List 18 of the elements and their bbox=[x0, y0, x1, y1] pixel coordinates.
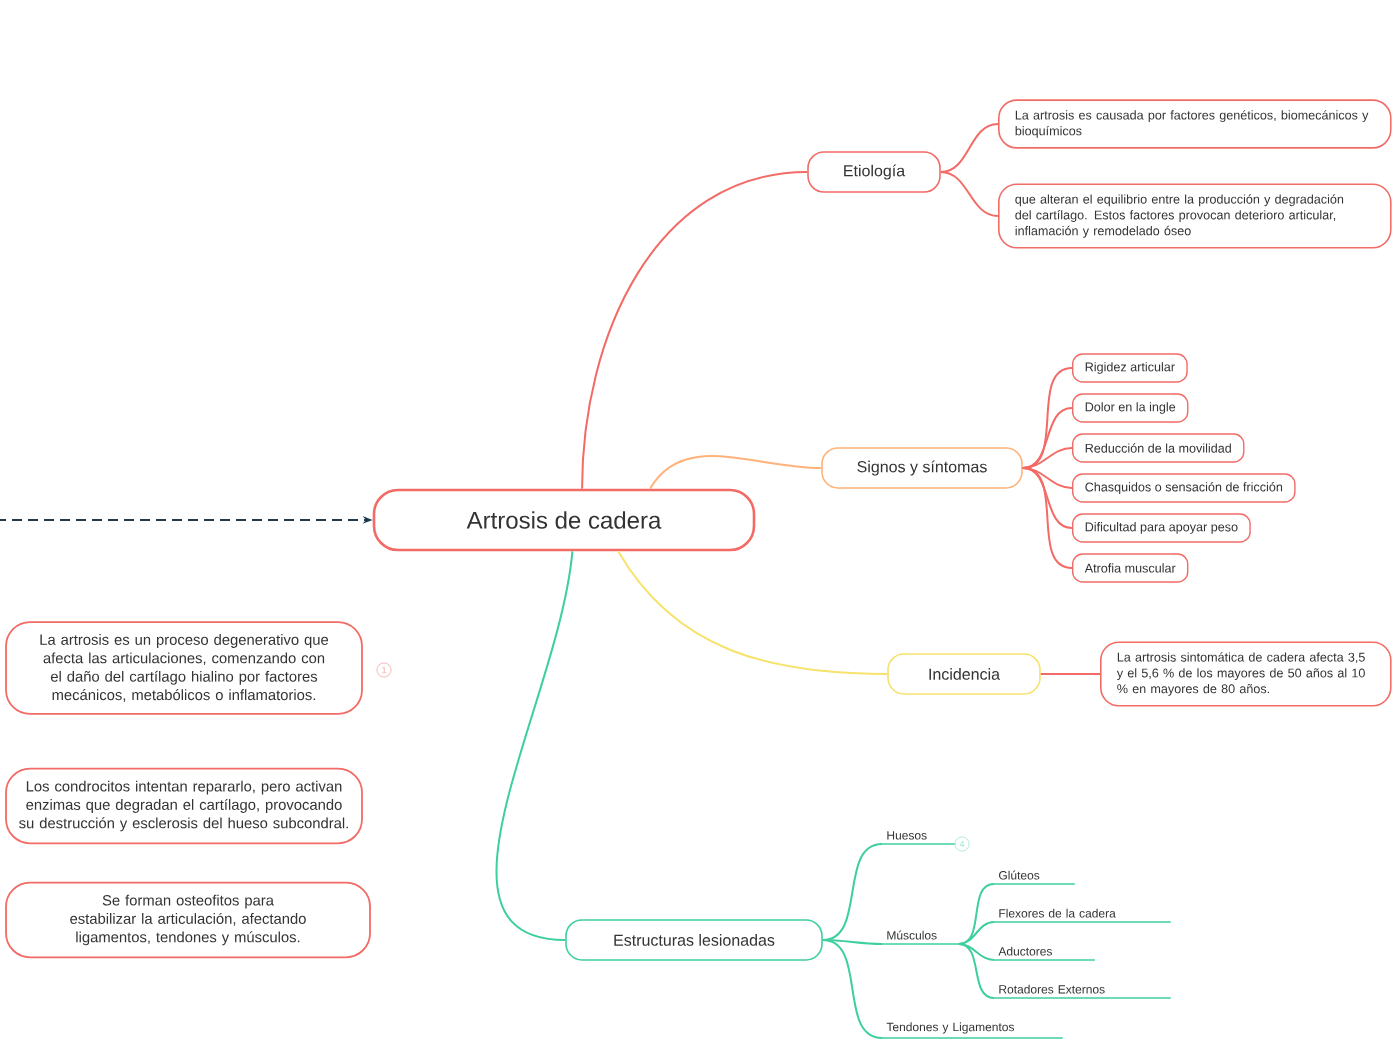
topic-box: Incidencia bbox=[887, 653, 1041, 695]
branch-line bbox=[581, 171, 809, 490]
branch-line bbox=[939, 171, 999, 217]
topic-box: Etiología bbox=[807, 151, 941, 193]
branch-line bbox=[1021, 447, 1073, 469]
branch-line bbox=[957, 943, 995, 999]
branch-line bbox=[495, 550, 574, 941]
branch-line bbox=[617, 550, 889, 675]
topic-box: Estructuras lesionadas bbox=[565, 919, 823, 961]
branch-line bbox=[821, 939, 883, 1039]
branch-line bbox=[821, 843, 883, 941]
branch-line bbox=[957, 921, 995, 945]
branch-line bbox=[1021, 467, 1073, 569]
branch-line bbox=[939, 123, 999, 173]
topic-box: Signos y síntomas bbox=[821, 447, 1023, 489]
branch-line bbox=[1039, 673, 1101, 675]
central-topic-box: Artrosis de cadera bbox=[372, 488, 756, 552]
branch-line bbox=[649, 455, 823, 490]
